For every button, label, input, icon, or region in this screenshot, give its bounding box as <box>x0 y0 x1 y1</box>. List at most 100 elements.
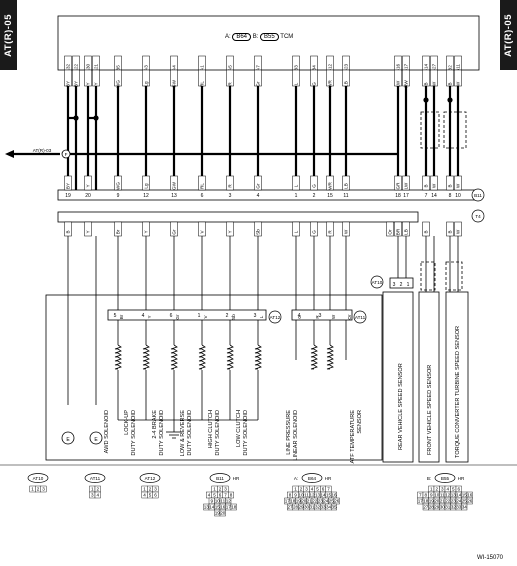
ground-marker-label: E <box>94 437 98 443</box>
conn-b55-suffix: HR <box>458 476 465 481</box>
b11-pin-number: 6 <box>201 193 204 199</box>
rear-speed-sensor-box <box>382 291 414 463</box>
conn-at12-pin: 4 <box>143 493 146 498</box>
b11-color-box <box>64 175 72 191</box>
at12-pin-number: 1 <box>198 313 201 319</box>
conn-b64-prefix: A: <box>294 476 298 481</box>
b11-wire-color: GW <box>172 181 177 190</box>
b11-pin-number: 13 <box>171 193 177 199</box>
shield-turbine <box>443 111 467 149</box>
t4-wire-color: Y <box>86 230 91 233</box>
tcm-label: TCM <box>280 34 294 40</box>
solenoid-coil <box>226 344 234 370</box>
conn-at11-pin: 4 <box>96 493 99 498</box>
at12-wire-color: Sb <box>231 314 236 320</box>
label-low-reverse-solenoid: LOW & REVERSE <box>180 410 186 457</box>
conn-b11-badge <box>209 473 231 483</box>
conn-at10-badge <box>27 473 49 483</box>
b11-color-box <box>84 175 92 191</box>
conn-b64-pin: 11 <box>304 493 309 498</box>
conn-b64-pin: 29 <box>298 505 304 510</box>
conn-b11-pin: 2 <box>219 487 222 492</box>
wire-color-top: Y <box>86 82 91 85</box>
label-lockup-solenoid: LOCK-UP <box>124 410 130 435</box>
at12-pin-number: 6 <box>170 313 173 319</box>
conn-b64-pin: 14 <box>320 493 326 498</box>
conn-b55-pin: 28 <box>429 505 435 510</box>
tcm-pin-label: B3 <box>294 65 299 71</box>
shield-front <box>420 111 440 149</box>
conn-at11-pin: 2 <box>96 487 99 492</box>
conn-b11-suffix: HR <box>233 476 240 481</box>
conn-b11-pin: 16 <box>220 505 226 510</box>
tcm-pin-label: B4 <box>312 65 317 71</box>
conn-b55-pin: 33 <box>456 505 462 510</box>
tcm-pin-label: B27 <box>432 63 437 72</box>
label-low-clutch-solenoid: DUTY SOLENOID <box>243 410 249 456</box>
b11-pin-number: 12 <box>143 193 149 199</box>
conn-b11-pin: 19 <box>215 511 221 516</box>
at11-code-label: AT11 <box>355 315 366 320</box>
t4-wire-color: L <box>294 230 299 233</box>
tcm-pin-label: A3 <box>144 65 149 71</box>
b11-color-box <box>326 175 334 191</box>
b11-pin-number: 9 <box>117 193 120 199</box>
conn-b64-suffix: HR <box>325 476 332 481</box>
conn-b64-pin: 26 <box>334 499 340 504</box>
at12-code-label: AT12 <box>270 315 281 320</box>
tcm-pin-label: B12 <box>328 63 333 72</box>
wire-color-top: RL <box>200 81 205 87</box>
t4-wire-color: B <box>66 230 71 233</box>
conn-b64-code: B64 <box>308 476 317 481</box>
conn-b64-pin: 18 <box>290 499 296 504</box>
t4-wire-color: Sb <box>256 229 261 235</box>
label-line-pressure-solenoid: LINEAR SOLENOID <box>293 410 299 461</box>
t4-wire-color: B <box>424 230 429 233</box>
b11-color-box <box>254 175 262 191</box>
at11-wire-color: G <box>297 315 302 319</box>
conn-b55-pin: 27 <box>423 505 429 510</box>
conn-b55-pin: 8 <box>424 493 427 498</box>
conn-b64-pin: 35 <box>331 505 337 510</box>
tcm-pin-label: A7 <box>256 65 261 71</box>
t4-wire-color: Y <box>228 230 233 233</box>
t4-wire-color: W <box>344 229 349 234</box>
at11-connector <box>291 309 353 321</box>
b11-pin-number: 4 <box>257 193 260 199</box>
conn-b64-pin: 28 <box>293 505 299 510</box>
tcm-pin-label: B2 <box>448 65 453 71</box>
tcm-pin-label: A30 <box>86 63 91 72</box>
tcm-pin-label: A21 <box>94 63 99 72</box>
label-front-speed-sensor: FRONT VEHICLE SPEED SENSOR <box>427 365 433 455</box>
conn-b11-code: B11 <box>216 476 224 481</box>
tcm-conn-a-code: B64 <box>232 33 252 41</box>
at10-connector <box>389 277 414 289</box>
at10-pin-number: 2 <box>400 282 403 288</box>
t4-wire-color: R <box>328 230 333 234</box>
b11-code-badge <box>471 188 485 202</box>
conn-b55-pin: 24 <box>456 499 462 504</box>
wire-color-top: L <box>294 82 299 85</box>
t4-color-box <box>84 221 92 237</box>
conn-b64-pin: 17 <box>285 499 291 504</box>
t4-wire-color: B <box>448 230 453 233</box>
label-awd-solenoid: AWD SOLENOID <box>104 410 110 453</box>
t4-wire-color: Or <box>388 229 393 235</box>
at11-wire-color: Or <box>347 314 352 320</box>
b11-wire-color: GR <box>396 182 401 190</box>
wire-color-top: B <box>424 82 429 85</box>
tcm-pin-label: A5 <box>228 65 233 71</box>
at12-wire-color: Y <box>147 315 152 318</box>
tcm-conn-a: A: B64 B: B55 TCM <box>225 33 294 41</box>
b11-pin-number: 14 <box>431 193 437 199</box>
tcm-pin-label: A32 <box>66 63 71 72</box>
conn-b55-pin: 4 <box>446 487 449 492</box>
wire-color-top: W <box>456 81 461 86</box>
b11-pin-number: 18 <box>395 193 401 199</box>
conn-b55-pin: 23 <box>451 499 457 504</box>
b11-pin-number: 8 <box>449 193 452 199</box>
conn-b55-pin: 30 <box>440 505 446 510</box>
conn-b55-pin: 2 <box>435 487 438 492</box>
b11-pin-number: 10 <box>455 193 461 199</box>
